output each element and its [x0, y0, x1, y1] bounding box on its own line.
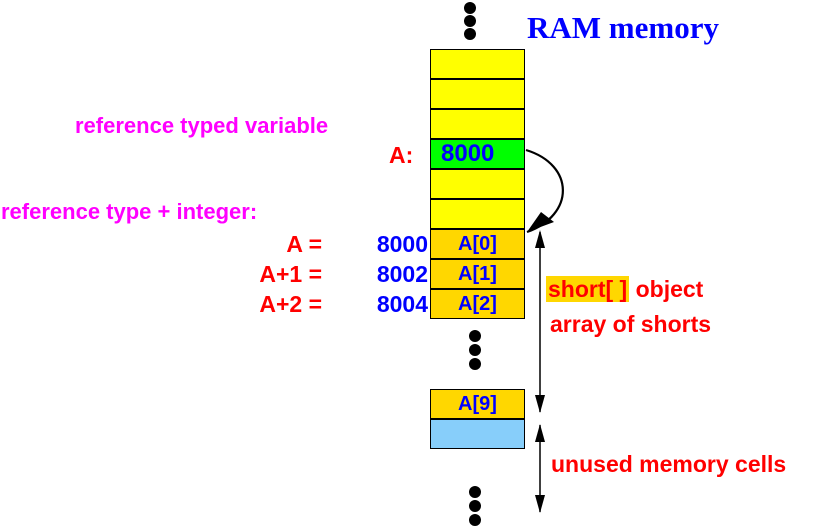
array-cell-2: A[2] [430, 289, 525, 319]
array-span-arrow-up-icon [535, 230, 545, 248]
memory-cell-empty [430, 199, 525, 229]
reference-plus-integer-label: reference type + integer: [1, 199, 258, 224]
expression-label-0: A = [286, 231, 322, 257]
array-cell-1: A[1] [430, 259, 525, 289]
unused-memory-cell [430, 419, 525, 449]
memory-cell-empty [430, 169, 525, 199]
unused-span-arrow-up-icon [535, 424, 545, 442]
unused-span-arrow-down-icon [535, 495, 545, 513]
short-array-type-highlight: short[ ] [546, 276, 630, 302]
expression-label-1: A+1 = [259, 261, 322, 287]
array-cell-9: A[9] [430, 389, 525, 419]
array-span-arrow-down-icon [535, 395, 545, 413]
reference-typed-variable-label: reference typed variable [75, 113, 329, 138]
variable-cell-a: 8000 [430, 139, 525, 169]
address-label-0: 8000 [376, 231, 428, 257]
variable-name-label: A: [389, 142, 414, 168]
address-label-2: 8004 [376, 291, 428, 317]
array-of-shorts-label: array of shorts [550, 311, 712, 337]
unused-memory-cells-label: unused memory cells [551, 451, 787, 477]
address-label-1: 8002 [376, 261, 428, 287]
short-array-object-label: short[ ] object [546, 276, 704, 302]
array-cell-0: A[0] [430, 229, 525, 259]
expression-label-2: A+2 = [259, 291, 322, 317]
memory-cell-empty [430, 49, 525, 79]
diagram-title: RAM memory [527, 10, 719, 45]
memory-cell-empty [430, 79, 525, 109]
memory-cell-empty [430, 109, 525, 139]
pointer-arrowhead-icon [527, 212, 554, 232]
